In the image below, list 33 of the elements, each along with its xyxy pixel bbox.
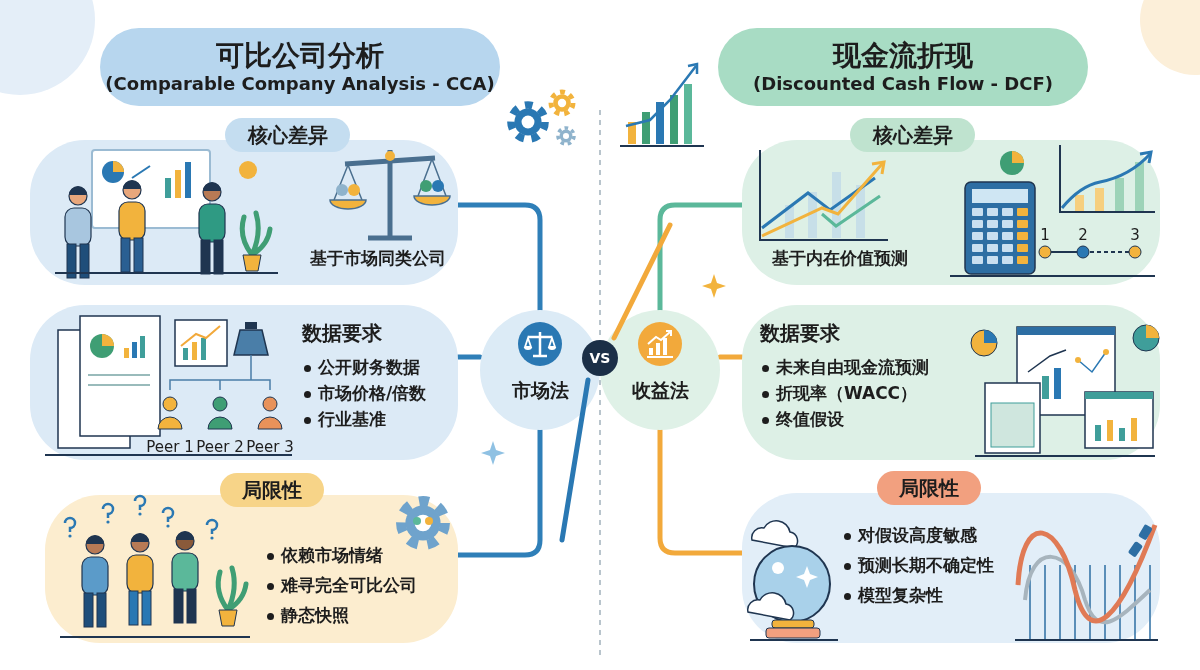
section-heading: 数据要求 [760, 321, 840, 345]
bullet-text: 公开财务数据 [302, 357, 420, 378]
bullet-text: 折现率（WACC） [760, 383, 918, 404]
bullet-text: 难寻完全可比公司 [265, 575, 417, 596]
bullet-text: 模型复杂性 [842, 585, 943, 606]
caption-text: 基于内在价值预测 [771, 248, 909, 269]
subtitle-text: (Comparable Company Analysis - CCA) [105, 72, 495, 96]
step-number: 2 [1078, 226, 1088, 244]
bullet-text: 依赖市场情绪 [265, 545, 383, 566]
title-text: 现金流折现 [833, 38, 973, 73]
bullet-text: 静态快照 [265, 605, 349, 626]
vs-text: VS [589, 350, 611, 366]
bullet-text: 行业基准 [302, 409, 386, 430]
caption-text: 基于市场同类公司 [309, 248, 447, 269]
subtitle-text: (Discounted Cash Flow - DCF) [753, 72, 1053, 96]
section-heading: 局限性 [877, 471, 981, 505]
bullet-text: 对假设高度敏感 [842, 525, 977, 546]
title-text: 可比公司分析 [216, 38, 384, 73]
method-label: 市场法 [510, 378, 570, 403]
peer-label: Peer 3 [246, 438, 294, 456]
step-number: 3 [1130, 226, 1140, 244]
bullet-text: 终值假设 [760, 409, 844, 430]
bullet-text: 市场价格/倍数 [302, 383, 427, 404]
peer-label: Peer 2 [196, 438, 244, 456]
section-heading: 核心差异 [850, 118, 975, 152]
bullet-text: 未来自由现金流预测 [760, 357, 929, 378]
bullet-text: 预测长期不确定性 [842, 555, 994, 576]
method-label: 收益法 [630, 378, 690, 403]
step-number: 1 [1040, 226, 1050, 244]
section-heading: 局限性 [220, 473, 324, 507]
section-heading: 核心差异 [225, 118, 350, 152]
section-heading: 数据要求 [302, 321, 382, 345]
peer-label: Peer 1 [146, 438, 194, 456]
